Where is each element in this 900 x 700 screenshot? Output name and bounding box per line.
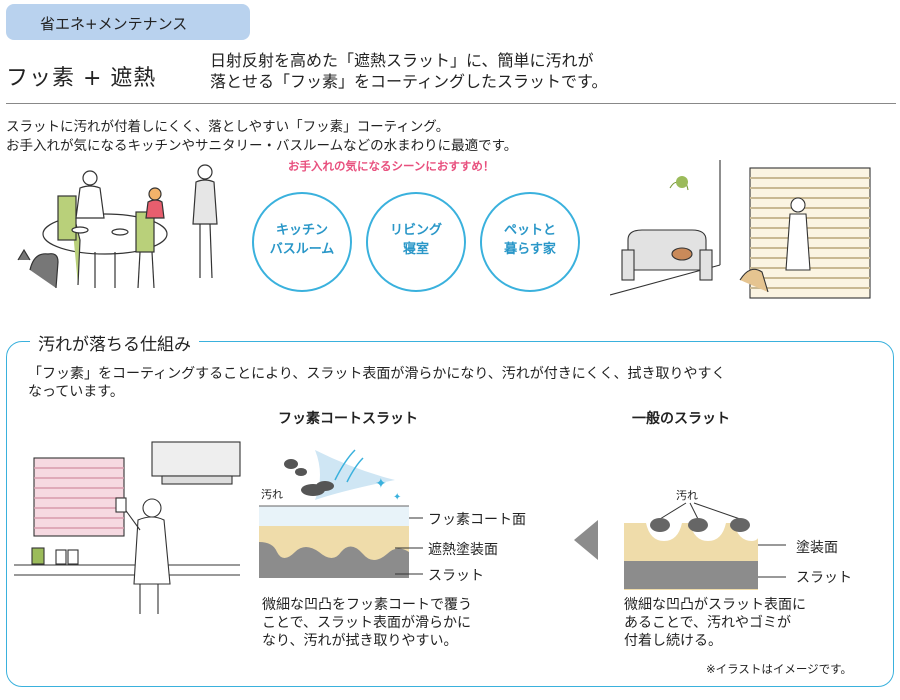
fluoro-caption-line-1: 微細な凹凸をフッ素コートで覆う <box>262 597 472 613</box>
category-tag-label: 省エネ+メンテナンス <box>40 15 188 33</box>
intro-line-1: スラットに汚れが付着しにくく、落としやすい「フッ素」コーティング。 <box>6 119 450 135</box>
fluoro-label-slat: スラット <box>428 568 484 584</box>
scene-living: リビング寝室 <box>366 192 466 292</box>
left-arrow-icon <box>574 520 598 560</box>
mechanism-desc: 「フッ素」をコーティングすることにより、スラット表面が滑らかになり、汚れが付きに… <box>28 365 725 401</box>
normal-dirt-label: 汚れ <box>676 489 698 502</box>
fluoro-diagram: ✦ ✦ 汚れ <box>259 449 423 578</box>
fluoro-caption-line-2: ことで、スラット表面が滑らかに <box>262 615 472 631</box>
intro-text: スラットに汚れが付着しにくく、落としやすい「フッ素」コーティング。 お手入れが気… <box>6 118 517 156</box>
swoosh-icon <box>315 450 395 500</box>
divider <box>6 103 896 104</box>
recommend-heading: お手入れの気になるシーンにおすすめ！ <box>288 159 495 173</box>
mechanism-panel <box>6 341 894 687</box>
mechanism-title: 汚れが落ちる仕組み <box>30 330 199 355</box>
normal-caption-line-1: 微細な凹凸がスラット表面に <box>624 597 806 613</box>
normal-caption: 微細な凹凸がスラット表面に あることで、汚れやゴミが 付着し続ける。 <box>624 596 806 650</box>
living-illustration <box>610 160 871 299</box>
mechanism-desc-line-1: 「フッ素」をコーティングすることにより、スラット表面が滑らかになり、汚れが付きに… <box>28 366 726 382</box>
normal-heading: 一般のスラット <box>632 411 730 427</box>
scene-pet: ペットと暮らす家 <box>480 192 580 292</box>
normal-caption-line-2: あることで、汚れやゴミが <box>624 615 792 631</box>
lead-text: 日射反射を高めた「遮熱スラット」に、簡単に汚れが 落とせる「フッ素」をコーティン… <box>210 50 607 92</box>
fluoro-dirt-label: 汚れ <box>261 488 283 501</box>
lead-line-2: 落とせる「フッ素」をコーティングしたスラットです。 <box>210 72 608 91</box>
category-tag: 省エネ+メンテナンス <box>6 4 250 40</box>
scene-kitchen-label: キッチンバスルーム <box>269 223 335 257</box>
sparkle-icon: ✦ <box>375 476 387 492</box>
fluoro-caption-line-3: なり、汚れが拭き取りやすい。 <box>262 633 458 649</box>
normal-diagram: 汚れ <box>624 489 786 590</box>
fluoro-caption: 微細な凹凸をフッ素コートで覆う ことで、スラット表面が滑らかに なり、汚れが拭き… <box>262 596 472 650</box>
fluoro-heading: フッ素コートスラット <box>278 411 418 427</box>
image-note: ※イラストはイメージです。 <box>706 662 853 676</box>
svg-text:✦: ✦ <box>393 492 401 503</box>
fluoro-label-heat: 遮熱塗装面 <box>428 542 498 558</box>
lead-line-1: 日射反射を高めた「遮熱スラット」に、簡単に汚れが <box>210 51 594 70</box>
scene-pet-label: ペットと暮らす家 <box>503 223 556 257</box>
kitchen-illustration <box>14 441 241 614</box>
scene-kitchen: キッチンバスルーム <box>252 192 352 292</box>
normal-label-paint: 塗装面 <box>796 540 838 556</box>
dining-illustration <box>17 164 218 289</box>
normal-caption-line-3: 付着し続ける。 <box>624 633 722 649</box>
fluoro-label-coat: フッ素コート面 <box>428 512 526 528</box>
intro-line-2: お手入れが気になるキッチンやサニタリー・バスルームなどの水まわりに最適です。 <box>6 138 518 154</box>
mechanism-desc-line-2: なっています。 <box>28 384 124 400</box>
page-title: フッ素 + 遮熱 <box>6 66 157 91</box>
normal-label-slat: スラット <box>796 570 852 586</box>
scene-living-label: リビング寝室 <box>389 223 442 257</box>
